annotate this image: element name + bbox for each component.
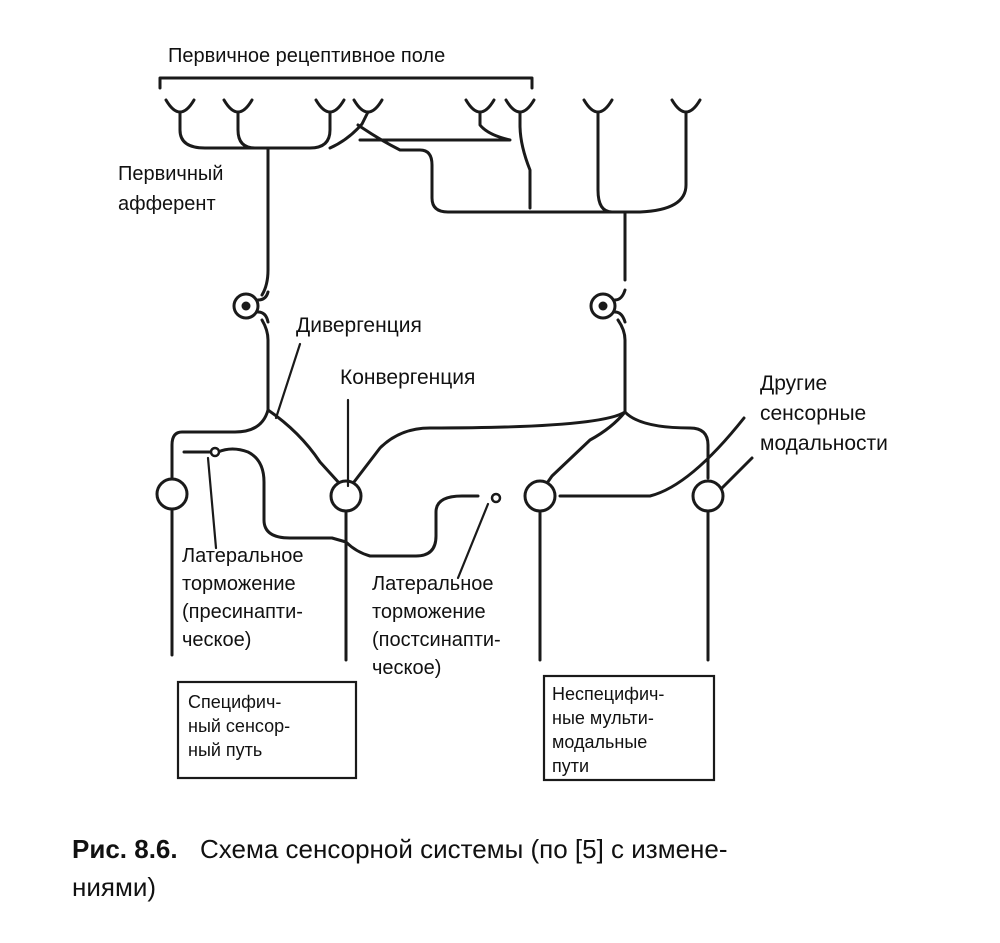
nonspecific-pathway-line-2: ные мульти-: [552, 708, 654, 728]
receptive-field-bracket: [158, 76, 534, 90]
convergence-label: Конвергенция: [340, 366, 475, 389]
caption-line-2: ниями): [72, 872, 156, 902]
receptor-cup: [670, 98, 702, 114]
other-modalities-label-2: сенсорные: [760, 402, 866, 425]
other-modalities-label-1: Другие: [760, 372, 827, 395]
nonspecific-pathway-line-3: модальные: [552, 732, 647, 752]
lat-post-label-2: торможение: [372, 601, 486, 623]
lat-post-pointer: [456, 502, 490, 580]
lat-pre-label-1: Латеральное: [182, 545, 304, 567]
lat-pre-pointer: [206, 456, 218, 550]
relay-neuron-4: [691, 479, 725, 513]
right-afferent-tree: [352, 110, 710, 488]
receptor-cup: [582, 98, 614, 114]
lat-post-label-4: ческое): [372, 657, 441, 679]
divergence-label: Дивергенция: [296, 314, 422, 337]
receptor-cup: [314, 98, 346, 114]
nonspecific-pathway-box: Неспецифич- ные мульти- модальные пути: [542, 674, 716, 782]
relay-neuron-1: [155, 477, 189, 511]
specific-pathway-line-3: ный путь: [188, 740, 262, 760]
nonspecific-pathway-line-1: Неспецифич-: [552, 684, 664, 704]
lat-post-label-1: Латеральное: [372, 573, 494, 595]
receptor-cup: [222, 98, 254, 114]
presynaptic-terminal-icon: [209, 446, 221, 458]
lat-pre-label-4: ческое): [182, 629, 251, 651]
left-afferent-tree: [170, 110, 370, 486]
caption-number: Рис. 8.6.: [72, 834, 178, 864]
relay-neuron-3: [523, 479, 557, 513]
receptor-cup: [504, 98, 536, 114]
divergence-pointer: [274, 342, 302, 420]
specific-pathway-line-2: ный сенсор-: [188, 716, 290, 736]
lat-post-label-3: (постсинапти-: [372, 629, 501, 651]
other-modalities-label-3: модальности: [760, 432, 888, 455]
ganglion-cell-left: [232, 290, 270, 324]
caption-line-1: Схема сенсорной системы (по [5] с измене…: [200, 834, 728, 864]
lat-pre-label-2: торможение: [182, 573, 296, 595]
primary-afferent-label-1: Первичный: [118, 163, 223, 185]
other-modalities-line: [718, 456, 754, 492]
receptor-cup: [464, 98, 496, 114]
receptor-cups: [164, 98, 702, 114]
specific-pathway-box: Специфич- ный сенсор- ный путь: [176, 680, 358, 780]
primary-afferent-label-2: афферент: [118, 193, 216, 215]
ganglion-cell-right: [589, 288, 627, 324]
receptor-cup: [164, 98, 196, 114]
primary-field-label: Первичное рецептивное поле: [168, 45, 445, 67]
relay-neuron-2: [329, 479, 363, 513]
postsynaptic-terminal-icon: [490, 492, 502, 504]
lat-pre-label-3: (пресинапти-: [182, 601, 303, 623]
nonspecific-pathway-line-4: пути: [552, 756, 589, 776]
receptor-cup: [352, 98, 384, 114]
other-modalities-line: [558, 416, 746, 498]
specific-pathway-line-1: Специфич-: [188, 692, 281, 712]
